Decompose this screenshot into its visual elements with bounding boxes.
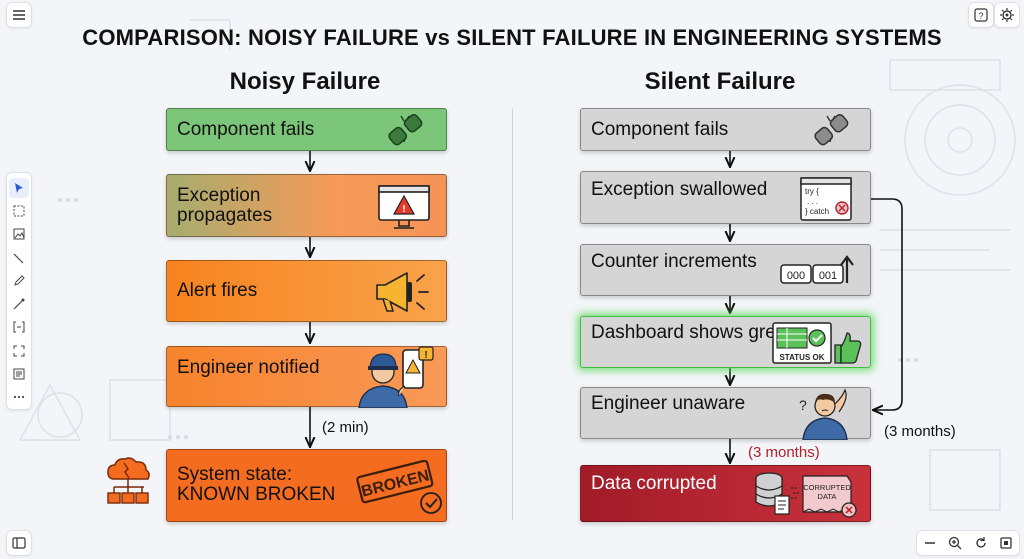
status-ok-icon: STATUS OK <box>772 322 862 364</box>
arrow-line-icon <box>13 298 25 310</box>
step-label: Data corrupted <box>591 473 717 494</box>
more-tool[interactable] <box>9 387 29 407</box>
zoom-out-icon[interactable] <box>923 536 937 550</box>
drawing-toolbar <box>6 172 32 410</box>
arrow-tool[interactable] <box>9 294 29 314</box>
status-ok-text: STATUS OK <box>779 353 824 362</box>
confused-engineer-icon: ? <box>799 388 848 440</box>
line-icon <box>13 253 24 263</box>
pencil-tool[interactable] <box>9 271 29 291</box>
silent-step-engineer-unaware: Engineer unaware ? <box>580 387 871 440</box>
counter-icon: 000 001 <box>780 255 854 284</box>
settings-button[interactable] <box>994 2 1020 28</box>
broken-link-icon <box>814 113 849 146</box>
silent-step-dashboard-green: Dashboard shows green STATUS OK <box>580 316 871 368</box>
cursor-icon <box>15 182 23 193</box>
column-divider <box>512 108 513 520</box>
silent-step-exception-swallowed: Exception swallowed try { . . . } catch <box>580 171 871 224</box>
silent-step-component-fails: Component fails <box>580 108 871 151</box>
note-icon <box>13 368 25 380</box>
step-label: Counter increments <box>591 251 757 272</box>
reset-view-icon[interactable] <box>974 536 988 550</box>
step-label: Component fails <box>177 119 315 140</box>
rectangle-tool[interactable] <box>9 201 29 221</box>
image-tool[interactable] <box>9 224 29 244</box>
noisy-delay-label: (2 min) <box>322 419 369 436</box>
image-icon <box>13 228 25 240</box>
expand-icon <box>13 345 25 357</box>
step-label: Exception propagates <box>177 185 273 226</box>
sidebar-icon <box>12 537 26 549</box>
svg-text:?: ? <box>978 11 983 21</box>
step-label: Engineer notified <box>177 357 320 378</box>
text-frame-tool[interactable] <box>9 317 29 337</box>
fit-screen-icon[interactable] <box>999 536 1013 550</box>
step-label: Alert fires <box>177 280 258 301</box>
browser-warning-icon: ! <box>378 185 430 229</box>
step-label: Component fails <box>591 119 729 140</box>
try-catch-icon: try { . . . } catch <box>800 177 852 221</box>
megaphone-icon <box>376 272 429 312</box>
code-dots: . . . <box>807 197 818 206</box>
zoom-in-icon[interactable] <box>948 536 962 550</box>
silent-delay-label: (3 months) <box>748 444 820 461</box>
line-tool[interactable] <box>9 247 29 267</box>
counter-old: 000 <box>787 270 805 282</box>
noisy-heading: Noisy Failure <box>229 68 381 95</box>
note-tool[interactable] <box>9 364 29 384</box>
noisy-step-engineer-notified: Engineer notified ! <box>166 346 447 408</box>
dashed-rectangle-icon <box>13 205 25 217</box>
hamburger-icon <box>13 10 25 20</box>
code-try: try { <box>805 187 819 196</box>
step-label: System state: KNOWN BROKEN <box>177 464 336 505</box>
step-label: Engineer unaware <box>591 393 746 414</box>
corrupted-line2: DATA <box>818 492 837 501</box>
bracket-icon <box>13 321 25 333</box>
corrupted-data-icon: CORRUPTED DATA <box>755 472 857 518</box>
silent-heading: Silent Failure <box>644 68 796 95</box>
corrupted-line1: CORRUPTED <box>803 483 851 492</box>
more-icon <box>13 396 25 399</box>
silent-side-delay-label: (3 months) <box>884 423 956 440</box>
select-tool[interactable] <box>9 177 29 198</box>
noisy-step-known-broken: System state: KNOWN BROKEN BROKEN <box>166 449 447 522</box>
zoom-controls <box>916 530 1020 556</box>
sidebar-toggle-button[interactable] <box>6 530 32 556</box>
silent-bypass-arrow <box>871 198 903 410</box>
engineer-phone-icon: ! <box>358 346 434 408</box>
noisy-step-component-fails: Component fails <box>166 108 447 151</box>
counter-new: 001 <box>819 270 837 282</box>
pencil-icon <box>14 275 25 286</box>
page-title: COMPARISON: NOISY FAILURE vs SILENT FAIL… <box>82 25 942 50</box>
fit-tool[interactable] <box>9 341 29 361</box>
cloud-network-icon <box>107 457 150 504</box>
noisy-step-exception-propagates: Exception propagates ! <box>166 174 447 237</box>
broken-stamp-icon: BROKEN <box>356 460 442 514</box>
menu-button[interactable] <box>6 2 32 28</box>
code-catch: } catch <box>805 207 829 216</box>
svg-text:?: ? <box>799 397 807 413</box>
svg-text:!: ! <box>424 350 427 361</box>
noisy-step-alert-fires: Alert fires <box>166 260 447 322</box>
gear-icon <box>1000 8 1014 22</box>
step-label: Dashboard shows green <box>591 322 797 343</box>
broken-link-icon <box>388 113 423 146</box>
silent-step-data-corrupted: Data corrupted CORRUPTED DATA <box>580 465 871 522</box>
svg-text:!: ! <box>402 204 405 215</box>
help-icon: ? <box>974 8 988 22</box>
help-button[interactable]: ? <box>968 2 994 28</box>
step-label: Exception swallowed <box>591 179 768 200</box>
silent-step-counter-increments: Counter increments 000 001 <box>580 244 871 296</box>
